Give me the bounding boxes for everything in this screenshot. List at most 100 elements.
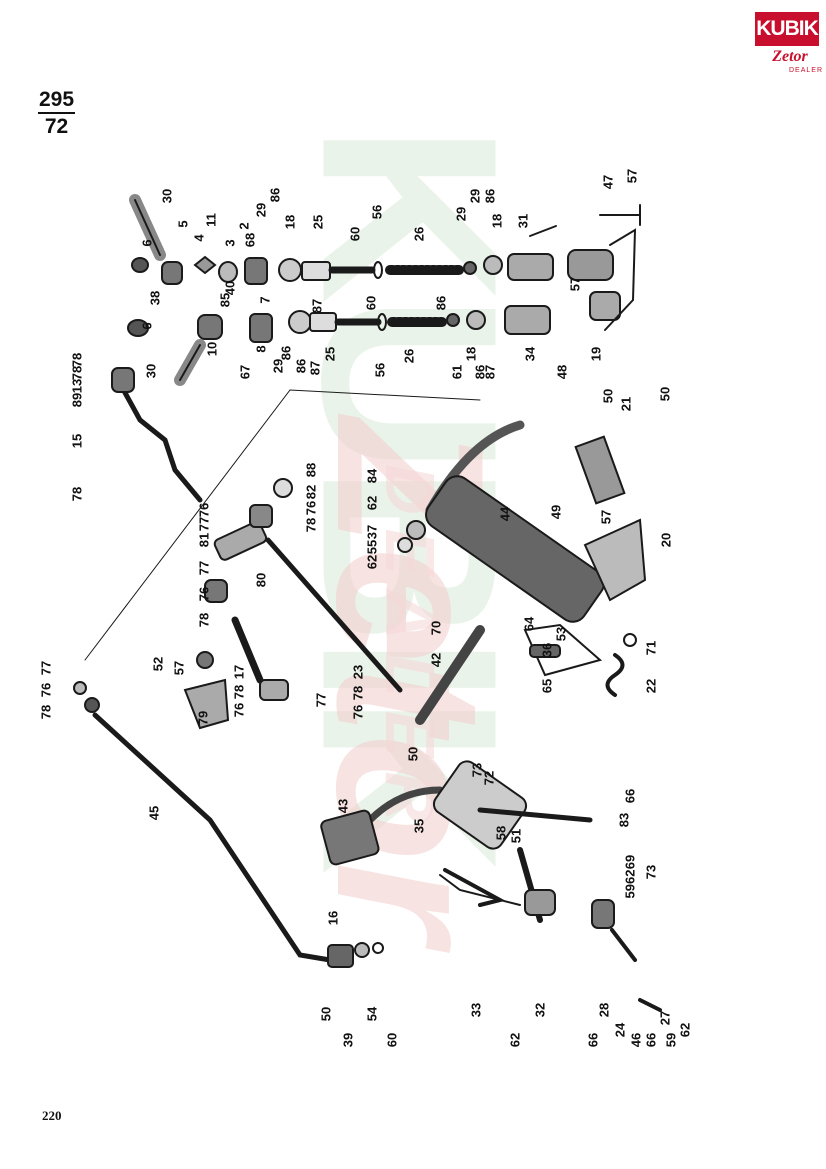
page-number: 220 bbox=[42, 1108, 62, 1123]
pedal-pad-44 bbox=[425, 475, 605, 623]
hand-lever-upper bbox=[129, 194, 557, 285]
part-label-29a: 29 bbox=[253, 203, 268, 217]
part-label-80: 80 bbox=[253, 573, 268, 587]
part-label-29b: 29 bbox=[453, 207, 468, 221]
part-label-69: 69 bbox=[622, 855, 637, 869]
part-label-60b: 60 bbox=[363, 296, 378, 310]
part-label-4: 4 bbox=[191, 234, 206, 242]
part-label-55: 55 bbox=[364, 540, 379, 554]
part-label-61: 61 bbox=[449, 365, 464, 379]
part-label-13: 13 bbox=[69, 379, 84, 393]
part-label-23: 23 bbox=[350, 665, 365, 679]
part-label-78a: 78 bbox=[69, 353, 84, 367]
part-label-87c: 87 bbox=[482, 365, 497, 379]
logo-dealer-text: DEALER bbox=[789, 67, 824, 74]
part-label-78g: 78 bbox=[350, 686, 365, 700]
part-label-21: 21 bbox=[618, 397, 633, 411]
part-label-52: 52 bbox=[150, 657, 165, 671]
part-label-30a: 30 bbox=[159, 189, 174, 203]
part-label-86f: 86 bbox=[472, 365, 487, 379]
logo-kubik-text: KUBIK bbox=[755, 12, 819, 46]
part-label-34: 34 bbox=[522, 346, 537, 361]
lever-33 bbox=[439, 847, 662, 1012]
part-label-86a: 86 bbox=[267, 188, 282, 202]
part-label-37: 37 bbox=[364, 525, 379, 539]
part-label-26b: 26 bbox=[401, 349, 416, 363]
part-label-88: 88 bbox=[303, 463, 318, 477]
part-label-15: 15 bbox=[69, 434, 84, 448]
part-label-16: 16 bbox=[325, 911, 340, 925]
part-label-66a: 66 bbox=[622, 789, 637, 803]
part-label-53: 53 bbox=[553, 627, 568, 641]
part-label-49: 49 bbox=[548, 505, 563, 519]
part-label-62d: 62 bbox=[507, 1033, 522, 1047]
part-label-56b: 56 bbox=[372, 363, 387, 377]
part-label-50c: 50 bbox=[405, 747, 420, 761]
part-label-78c: 78 bbox=[69, 487, 84, 501]
part-label-86b: 86 bbox=[482, 189, 497, 203]
part-label-70: 70 bbox=[428, 621, 443, 635]
part-label-7: 7 bbox=[257, 296, 272, 303]
part-label-29c: 29 bbox=[467, 189, 482, 203]
part-label-24: 24 bbox=[612, 1022, 627, 1037]
part-label-87b: 87 bbox=[307, 361, 322, 375]
part-label-31: 31 bbox=[515, 214, 530, 228]
part-label-78h: 78 bbox=[38, 705, 53, 719]
lever-assembly-mid bbox=[204, 478, 293, 701]
part-label-76f: 76 bbox=[38, 683, 53, 697]
pedal-bracket-20 bbox=[574, 435, 647, 602]
part-label-50d: 50 bbox=[318, 1007, 333, 1021]
bracket-79 bbox=[183, 651, 230, 730]
part-label-73a: 73 bbox=[469, 763, 484, 777]
part-label-76a: 76 bbox=[303, 501, 318, 515]
part-label-43: 43 bbox=[335, 799, 350, 813]
part-label-25b: 25 bbox=[322, 347, 337, 361]
part-label-76c: 76 bbox=[196, 587, 211, 601]
part-label-62a: 62 bbox=[364, 496, 379, 510]
part-label-62c: 62 bbox=[677, 1023, 692, 1037]
part-label-58: 58 bbox=[493, 826, 508, 840]
part-label-18b: 18 bbox=[489, 214, 504, 228]
part-label-32: 32 bbox=[532, 1003, 547, 1017]
part-label-33: 33 bbox=[468, 1003, 483, 1017]
part-label-30b: 30 bbox=[143, 364, 158, 378]
part-label-50b: 50 bbox=[657, 387, 672, 401]
part-label-17: 17 bbox=[231, 665, 246, 679]
part-label-18c: 18 bbox=[463, 347, 478, 361]
part-label-51: 51 bbox=[508, 829, 523, 843]
part-label-19: 19 bbox=[588, 347, 603, 361]
part-label-86c: 86 bbox=[278, 346, 293, 360]
part-label-82: 82 bbox=[303, 485, 318, 499]
part-label-56a: 56 bbox=[369, 205, 384, 219]
part-label-42: 42 bbox=[428, 653, 443, 667]
hand-lever-lower bbox=[127, 305, 551, 386]
part-label-27: 27 bbox=[657, 1011, 672, 1025]
part-label-29d: 29 bbox=[270, 359, 285, 373]
part-label-3: 3 bbox=[222, 239, 237, 246]
part-label-35: 35 bbox=[411, 819, 426, 833]
pedal-shaft-bracket bbox=[567, 204, 641, 331]
part-label-22: 22 bbox=[643, 679, 658, 693]
part-label-66b: 66 bbox=[585, 1033, 600, 1047]
part-label-86e: 86 bbox=[433, 296, 448, 310]
part-label-77b: 77 bbox=[196, 561, 211, 575]
part-label-40: 40 bbox=[222, 281, 237, 295]
part-drawings bbox=[73, 194, 662, 1012]
part-label-59: 59 bbox=[663, 1033, 678, 1047]
part-label-78e: 78 bbox=[196, 613, 211, 627]
part-label-89: 89 bbox=[69, 393, 84, 407]
part-label-2: 2 bbox=[236, 222, 251, 229]
part-label-48: 48 bbox=[554, 365, 569, 379]
part-label-6a: 6 bbox=[139, 239, 154, 246]
part-label-38: 38 bbox=[147, 291, 162, 305]
part-label-66c: 66 bbox=[643, 1033, 658, 1047]
part-label-79: 79 bbox=[195, 711, 210, 725]
part-label-46: 46 bbox=[628, 1033, 643, 1047]
part-label-57b: 57 bbox=[567, 277, 582, 291]
control-rod-15 bbox=[111, 367, 203, 503]
part-label-20: 20 bbox=[658, 533, 673, 547]
part-label-85: 85 bbox=[217, 293, 232, 307]
part-label-44: 44 bbox=[497, 506, 512, 521]
